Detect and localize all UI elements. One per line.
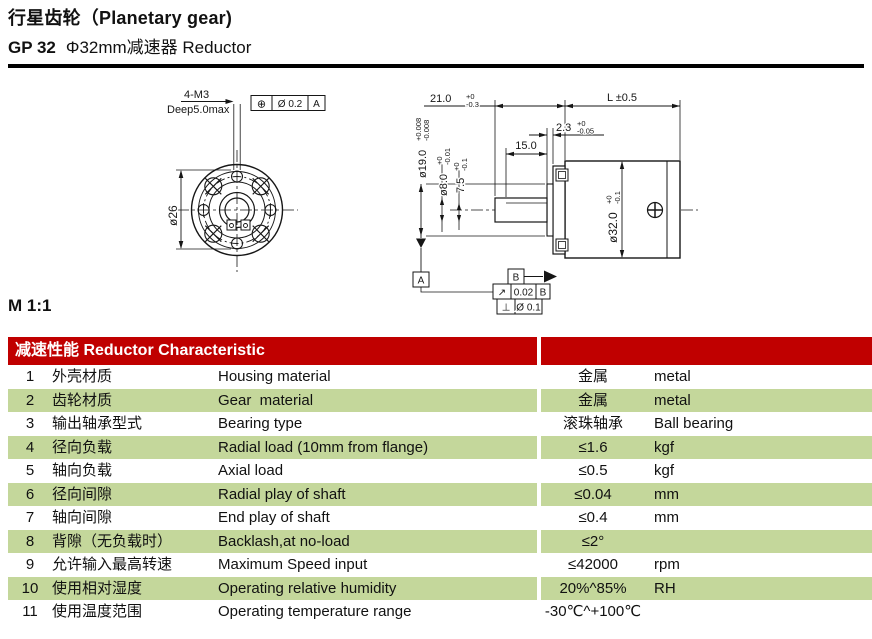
dim-2-3-tol-upper: +0 bbox=[577, 119, 586, 128]
runout-tolerance: 0.02 bbox=[514, 288, 534, 299]
retaining-ring bbox=[226, 219, 251, 231]
dim-15-label: 15.0 bbox=[515, 140, 536, 152]
dim-2-3-label: 2.3 bbox=[556, 122, 571, 134]
runout-datum: B bbox=[540, 288, 547, 299]
page-title: 行星齿轮（Planetary gear) bbox=[8, 8, 233, 28]
dia-32-tol-lower: -0.1 bbox=[613, 191, 622, 204]
bolt-circle-dia-label: ø26 bbox=[166, 205, 180, 226]
dim-7-5 bbox=[456, 168, 462, 230]
depth-label: Deep5.0max bbox=[167, 104, 230, 116]
dim-2-3 bbox=[529, 128, 604, 192]
dia-8-tol-lower: -0.01 bbox=[443, 148, 452, 165]
perpendicularity-symbol: ⊥ bbox=[502, 303, 511, 314]
datum-b-label: B bbox=[513, 273, 520, 284]
dim-2-3-tol-lower: -0.05 bbox=[577, 127, 594, 136]
position-fcf bbox=[250, 95, 326, 111]
dia-8-tol-upper: +0 bbox=[435, 156, 444, 165]
position-symbol: ⊕ bbox=[257, 99, 266, 111]
dim-7-5-tol-upper: +0 bbox=[452, 162, 461, 171]
dim-7-5-label: 7.5 bbox=[455, 178, 467, 193]
screw-icon bbox=[646, 201, 664, 219]
dia-32-tol-upper: +0 bbox=[605, 195, 614, 204]
perpendicularity-tolerance: Ø 0.1 bbox=[516, 303, 541, 314]
front-view bbox=[176, 95, 326, 272]
dim-d32 bbox=[619, 161, 625, 258]
dim-d8 bbox=[439, 162, 445, 232]
subtitle-text: Φ32mm减速器 Reductor bbox=[65, 38, 252, 57]
dim-length-label: L ±0.5 bbox=[607, 92, 637, 104]
table-header: 减速性能 Reductor Characteristic bbox=[8, 337, 872, 365]
dia-32-label: ø32.0 bbox=[606, 212, 620, 243]
scale-label: M 1:1 bbox=[8, 296, 52, 315]
page-subtitle: GP 32 Φ32mm减速器 Reductor bbox=[8, 33, 251, 58]
dia-19-tol-lower: -0.008 bbox=[422, 120, 431, 141]
dim-d26 bbox=[176, 169, 231, 250]
title-divider bbox=[8, 64, 864, 68]
runout-symbol: ↗ bbox=[498, 288, 506, 299]
table-header-title: 减速性能 Reductor Characteristic bbox=[8, 337, 537, 365]
side-view bbox=[412, 100, 698, 315]
technical-drawing: 4-M3 Deep5.0max ⊕ Ø 0.2 A ø26 21.0 +0 -0… bbox=[165, 88, 698, 315]
dim-21-label: 21.0 bbox=[430, 93, 451, 105]
dia-8-label: ø8.0 bbox=[438, 174, 450, 196]
dim-15 bbox=[505, 148, 547, 197]
dim-21-tol-upper: +0 bbox=[466, 92, 475, 101]
dim-21-tol-lower: -0.3 bbox=[466, 100, 479, 109]
position-datum: A bbox=[313, 99, 320, 110]
column-divider bbox=[537, 337, 541, 365]
holes-label: 4-M3 bbox=[184, 89, 209, 101]
dim-d19-datum-a bbox=[412, 183, 545, 293]
dim-21-and-L bbox=[424, 100, 681, 196]
front-centerlines bbox=[177, 150, 298, 272]
dia-19-tol-upper: +0.008 bbox=[414, 118, 423, 141]
datum-a-label: A bbox=[418, 276, 425, 287]
m3-holes bbox=[204, 177, 270, 243]
dim-7-5-tol-lower: -0.1 bbox=[460, 158, 469, 171]
perpendicularity-fcf bbox=[496, 298, 543, 315]
model-code: GP 32 bbox=[8, 38, 56, 57]
table-header-right bbox=[541, 337, 872, 365]
position-tolerance: Ø 0.2 bbox=[278, 99, 303, 110]
dia-19-label: ø19.0 bbox=[417, 150, 429, 178]
